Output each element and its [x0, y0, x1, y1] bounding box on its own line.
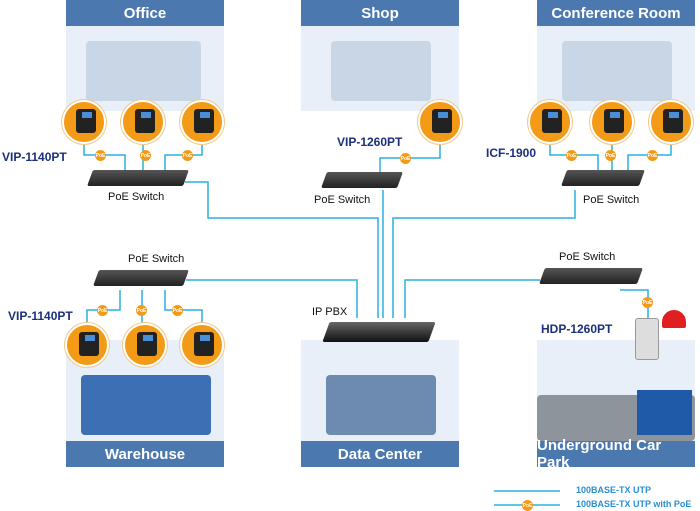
ip-phone-icon [62, 100, 106, 144]
poe-badge-icon: PoE [140, 150, 151, 161]
office-scene-image [86, 41, 201, 101]
warehouse-building-image [81, 375, 211, 435]
poe-badge-icon: PoE [97, 305, 108, 316]
door-intercom-icon [635, 318, 659, 360]
poe-badge-icon: PoE [136, 305, 147, 316]
conference-phone-icon [649, 100, 693, 144]
ip-phone-icon [180, 323, 224, 367]
legend-utp-poe: 100BASE-TX UTP with PoE [576, 499, 692, 509]
office-panel [66, 26, 224, 111]
shop-scene-image [331, 41, 431, 101]
switch-label: PoE Switch [314, 194, 371, 206]
model-label: VIP-1140PT [2, 150, 67, 164]
poe-badge-icon: PoE [566, 150, 577, 161]
ip-phone-icon [180, 100, 224, 144]
poe-switch-icon [539, 268, 643, 284]
model-label: ICF-1900 [486, 146, 537, 160]
carpark-uplink [404, 279, 540, 318]
ip-pbx-icon [322, 322, 436, 342]
poe-badge-icon: PoE [647, 150, 658, 161]
poe-switch-icon [87, 170, 189, 186]
datacenter-scene-image [326, 375, 436, 435]
switch-label: PoE Switch [128, 253, 185, 265]
conference-phone-icon [590, 100, 634, 144]
alarm-light-icon [662, 310, 686, 328]
carpark-panel [537, 340, 695, 441]
poe-badge-icon: PoE [400, 153, 411, 164]
switch-label: PoE Switch [559, 251, 616, 263]
site-header-carpark: Underground Car Park [537, 437, 695, 471]
conference-scene-image [562, 41, 672, 101]
shop-panel [301, 26, 459, 111]
switch-label: PoE Switch [108, 191, 165, 203]
poe-switch-icon [93, 270, 189, 286]
ip-phone-icon [418, 100, 462, 144]
poe-badge-icon: PoE [642, 297, 653, 308]
conference-uplink [392, 190, 576, 318]
site-header-datacenter: Data Center [301, 441, 459, 467]
model-label: HDP-1260PT [541, 322, 613, 336]
warehouse-uplink [186, 279, 358, 318]
poe-badge-icon: PoE [172, 305, 183, 316]
conference-phone-icon [528, 100, 572, 144]
conference-panel [537, 26, 695, 111]
legend-utp: 100BASE-TX UTP [576, 485, 652, 495]
legend-poe-icon: PoE [522, 500, 533, 511]
site-header-shop: Shop [301, 0, 459, 26]
ip-phone-icon [123, 323, 167, 367]
poe-badge-icon: PoE [605, 150, 616, 161]
poe-switch-icon [321, 172, 403, 188]
model-label: VIP-1140PT [8, 309, 73, 323]
site-header-office: Office [66, 0, 224, 26]
parking-sign-image [637, 390, 692, 435]
ip-phone-icon [121, 100, 165, 144]
site-header-conference: Conference Room [537, 0, 695, 26]
datacenter-panel [301, 340, 459, 441]
poe-badge-icon: PoE [182, 150, 193, 161]
ip-phone-icon [65, 323, 109, 367]
site-header-warehouse: Warehouse [66, 441, 224, 467]
poe-switch-icon [561, 170, 645, 186]
model-label: VIP-1260PT [337, 135, 403, 149]
poe-badge-icon: PoE [95, 150, 106, 161]
pbx-label: IP PBX [312, 306, 348, 318]
switch-label: PoE Switch [583, 194, 640, 206]
office-uplink [185, 181, 379, 318]
